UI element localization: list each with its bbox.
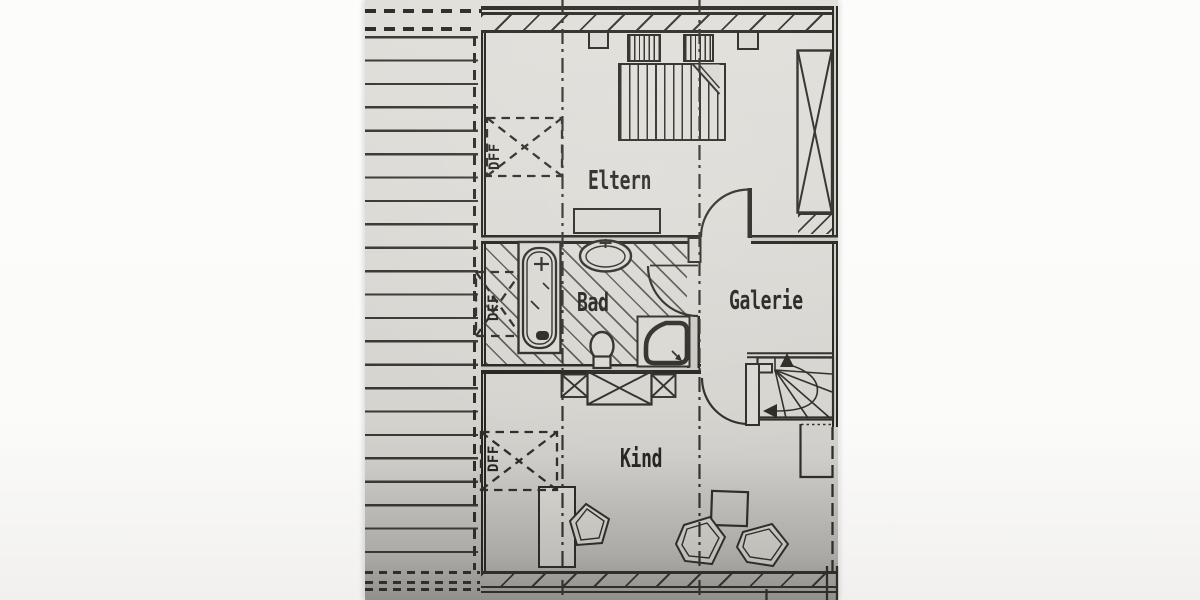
roof-dashed-edge-top-1: [365, 9, 482, 13]
bottom-wall-top-line: [481, 571, 838, 574]
top-wall-hatch: [481, 14, 838, 31]
room-label-eltern: Eltern: [588, 166, 652, 197]
wall-eltern-bad: [481, 235, 701, 244]
right-wall: [832, 6, 838, 427]
roof-dashed-line-vertical: [473, 36, 476, 570]
bottom-wall-hatch: [481, 574, 838, 586]
skylight-label-3: DFF: [486, 445, 502, 472]
nightstand-right: [737, 33, 759, 50]
wall-eltern-galerie: [751, 235, 838, 244]
skylight-label-2: DFF: [486, 294, 502, 321]
nightstand-left: [588, 33, 609, 49]
pillow-left: [627, 34, 661, 62]
pillow-right: [683, 34, 714, 62]
wall-bad-east: [687, 316, 700, 368]
roof-hatching-area: [365, 36, 478, 558]
roof-dashed-edge-bottom-1: [365, 571, 480, 575]
top-wall-bottom-line: [481, 30, 838, 33]
dresser-eltern: [573, 208, 661, 234]
desk-kind: [538, 486, 576, 568]
chimney-base-hatch: [798, 215, 833, 234]
room-label-bad: Bad: [577, 288, 609, 319]
room-label-galerie: Galerie: [729, 286, 803, 317]
top-wall-inner-line: [481, 12, 838, 15]
roof-dashed-edge-bottom-3: [365, 587, 480, 591]
roof-dashed-edge-bottom-2: [365, 581, 480, 585]
roof-dashed-edge-top-2: [365, 27, 479, 31]
room-label-kind: Kind: [620, 444, 663, 475]
bottom-wall-inner-line: [481, 585, 838, 588]
wall-bad-kind: [481, 364, 701, 374]
bed: [618, 63, 726, 141]
skylight-label-1: DFF: [487, 143, 503, 170]
top-wall-outer-line: [481, 6, 838, 10]
bottom-wall-lower-line: [481, 590, 838, 593]
